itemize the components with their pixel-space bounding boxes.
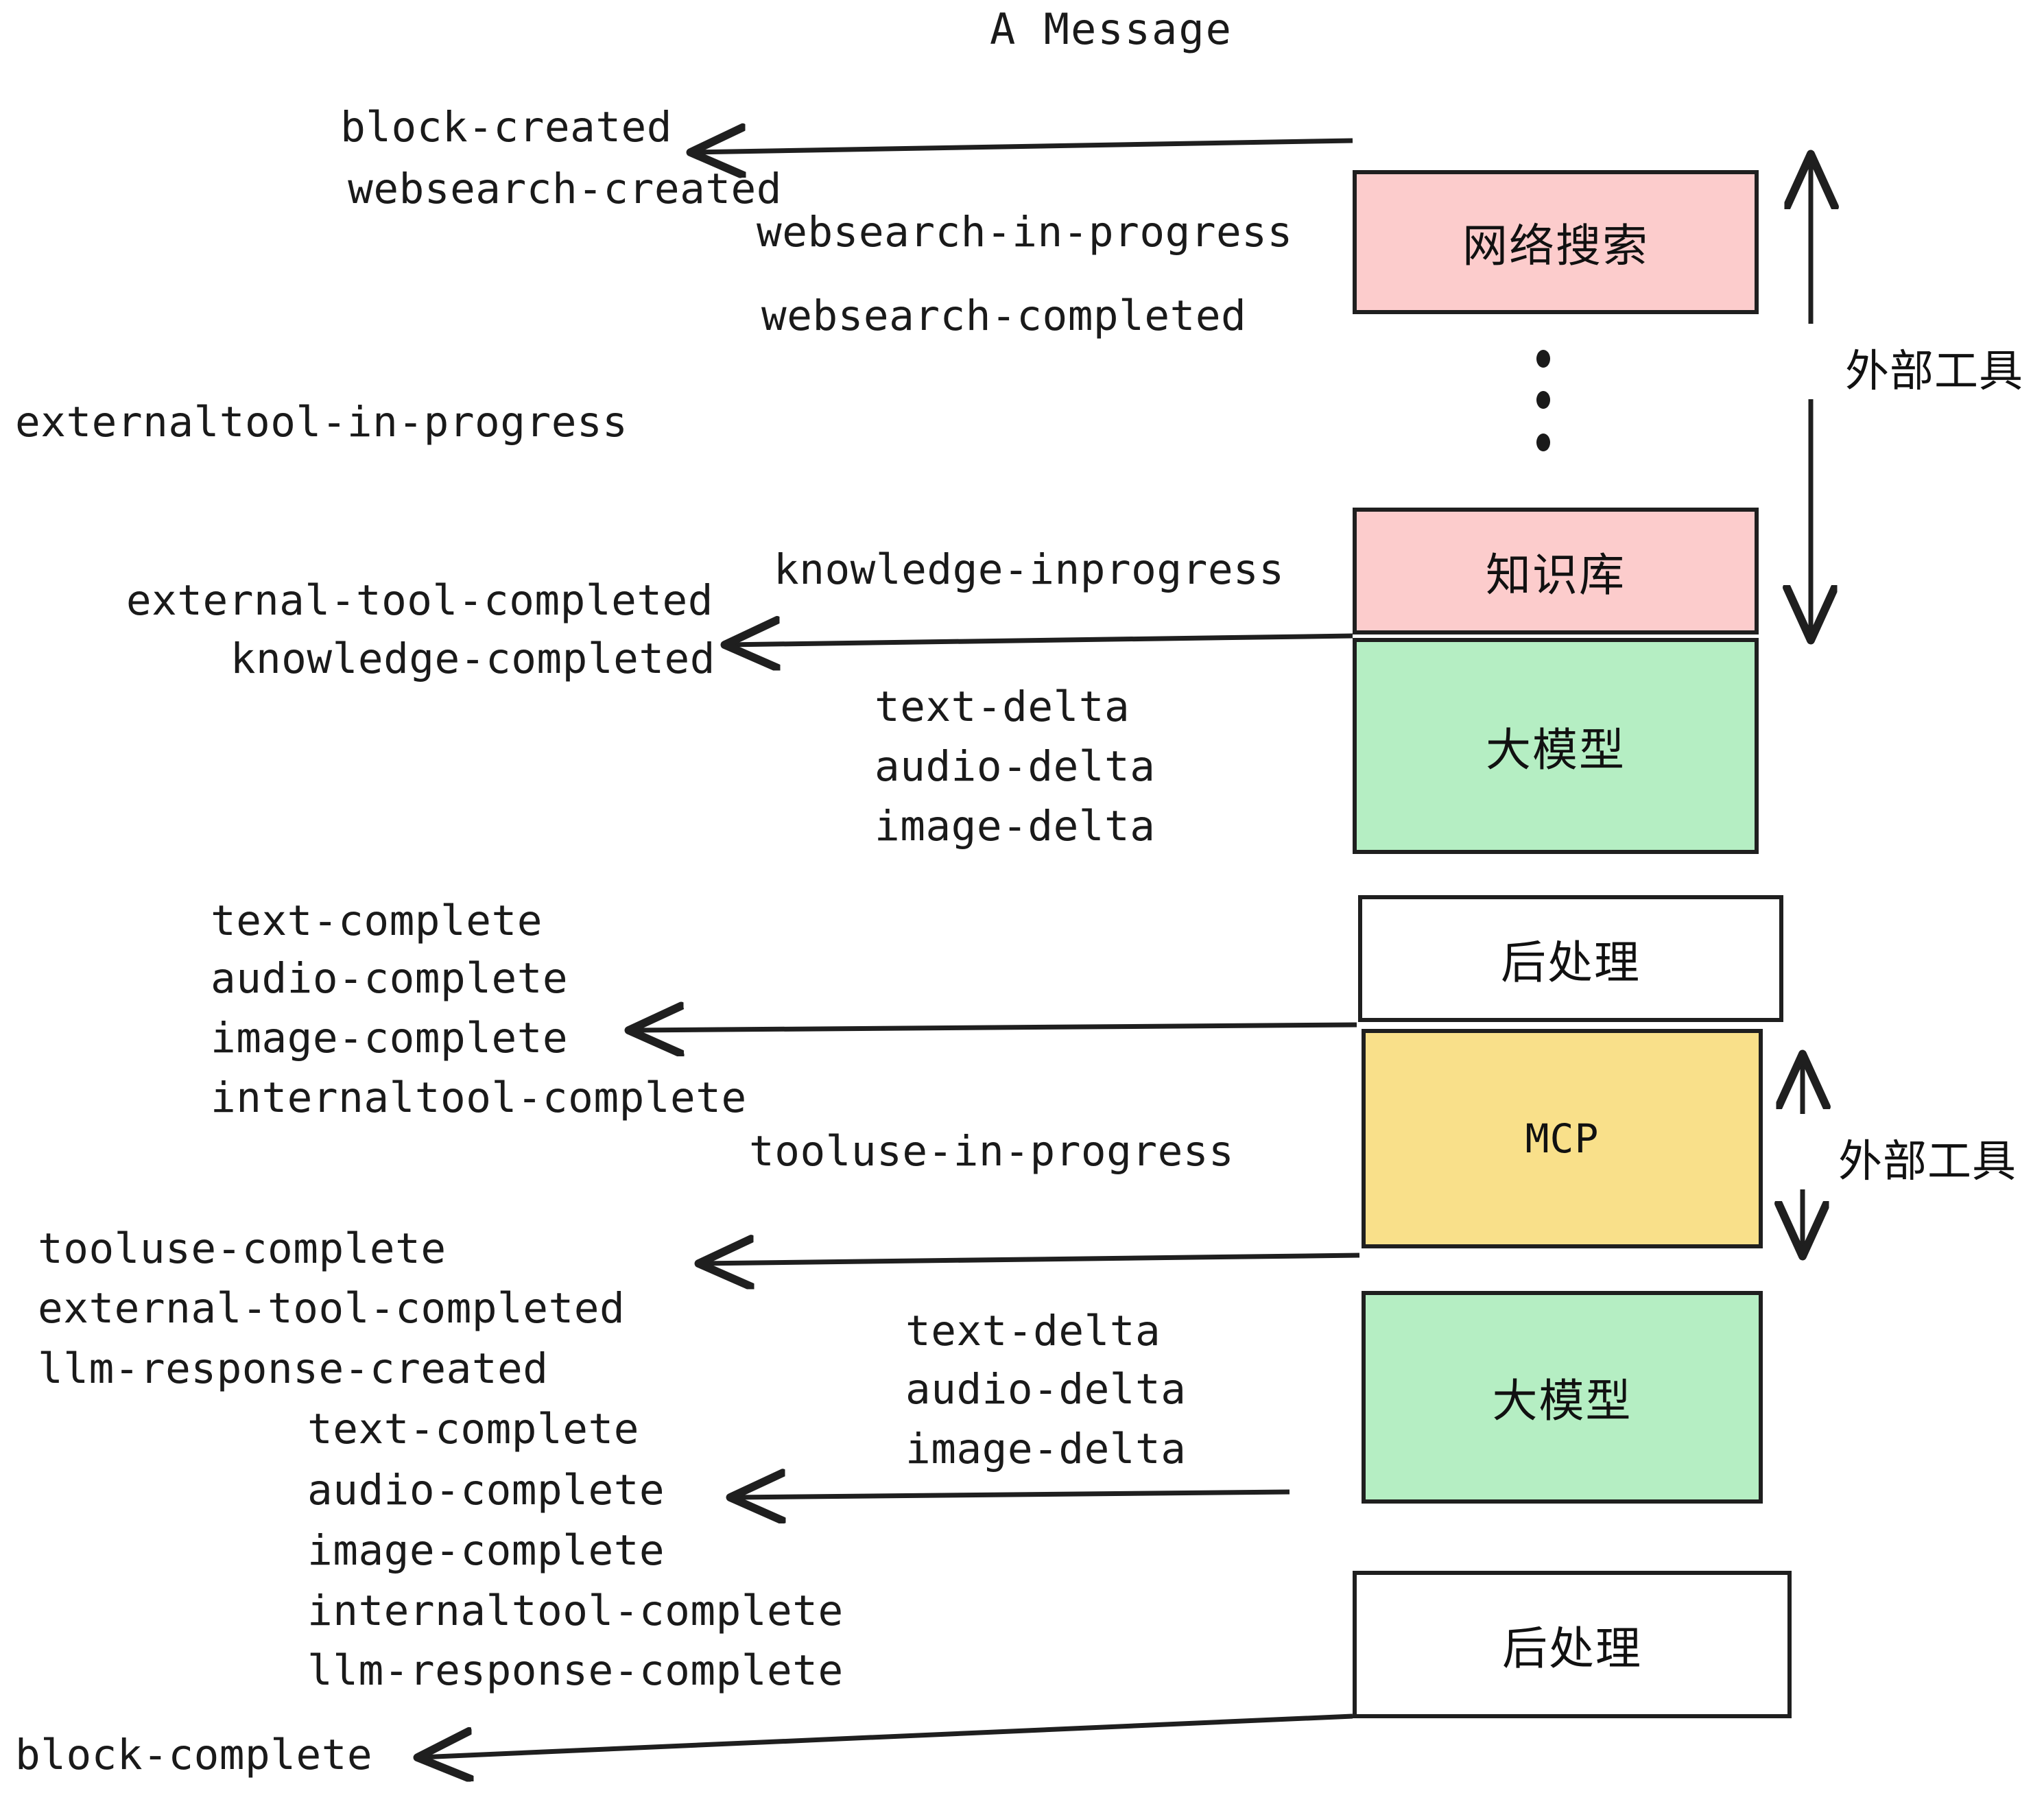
image-complete-arrow [631,1025,1357,1030]
event-label: internaltool-complete [211,1073,747,1122]
block-created-arrow [693,141,1353,152]
tooluse-complete-arrow [701,1255,1360,1263]
event-label: text-complete [211,897,543,945]
event-label: audio-delta [905,1365,1187,1414]
event-label: text-complete [307,1405,639,1453]
event-label: knowledge-completed [230,634,715,683]
box-mcp: MCP [1362,1029,1763,1248]
event-label: image-complete [307,1526,665,1575]
block-complete-arrow [420,1713,1353,1757]
event-label: tooluse-in-progress [749,1127,1235,1176]
box-label-llm-top: 大模型 [1486,723,1626,776]
box-label-llm-bottom: 大模型 [1492,1375,1632,1427]
box-label-postprocess-bot: 后处理 [1502,1622,1642,1675]
event-label: websearch-completed [761,292,1247,340]
event-label: image-delta [905,1425,1187,1473]
ellipsis-dot [1536,350,1550,368]
event-label: text-delta [905,1307,1161,1355]
event-label: websearch-in-progress [757,208,1293,257]
box-knowledge: 知识库 [1353,508,1759,634]
event-label: block-created [340,103,672,152]
event-label: websearch-created [348,165,782,213]
event-label: llm-response-complete [307,1646,844,1695]
event-label: block-complete [15,1731,373,1779]
box-llm-bottom: 大模型 [1362,1291,1763,1504]
event-label: llm-response-created [38,1344,549,1393]
event-label: audio-complete [307,1466,665,1515]
event-label: audio-delta [875,742,1156,791]
event-label: externaltool-in-progress [15,398,628,447]
event-label: text-delta [875,683,1130,731]
box-websearch: 网络搜索 [1353,170,1759,314]
event-label: external-tool-completed [38,1284,626,1333]
box-postprocess-top: 后处理 [1358,895,1783,1022]
event-label: image-complete [211,1014,569,1063]
box-label-postprocess-top: 后处理 [1501,936,1641,989]
event-label: internaltool-complete [307,1587,844,1635]
audio-complete-arrow [733,1492,1290,1497]
box-label-mcp: MCP [1525,1115,1600,1162]
side-annotation-external-tools-bottom: 外部工具 [1838,1137,2017,1187]
page-title: A Message [990,4,1233,54]
event-label: image-delta [875,802,1156,851]
box-postprocess-bot: 后处理 [1353,1571,1792,1718]
box-label-knowledge: 知识库 [1486,548,1626,602]
knowledge-done-arrow [727,636,1353,645]
event-label: external-tool-completed [126,576,713,625]
side-annotation-external-tools-top: 外部工具 [1845,346,2023,397]
event-label: knowledge-inprogress [774,545,1285,594]
box-llm-top: 大模型 [1353,638,1759,854]
ellipsis-dot [1536,391,1550,409]
ellipsis-dot [1536,434,1550,451]
box-label-websearch: 网络搜索 [1462,219,1649,272]
event-label: audio-complete [211,954,569,1003]
event-label: tooluse-complete [38,1224,447,1273]
